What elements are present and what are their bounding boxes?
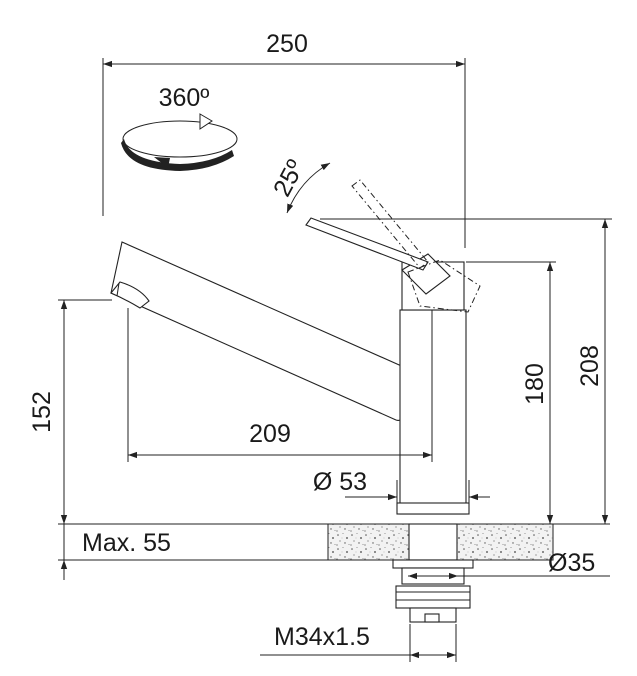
rotation-arrow-ring: [122, 120, 238, 158]
label-width-total: 250: [266, 30, 308, 58]
label-hole-diameter: Ø35: [548, 549, 595, 577]
connector-tip: [424, 613, 440, 623]
rotation-arrow-head-back: [199, 113, 213, 130]
dimension-hole-diameter: Ø35: [408, 549, 610, 580]
dimension-spout-reach: 209: [127, 308, 433, 462]
thread-part: [395, 585, 471, 609]
label-spout-height: 152: [28, 391, 56, 433]
dimension-total-height: 208: [320, 218, 612, 524]
dimension-width-total: 250: [102, 30, 466, 248]
lever-handle: [305, 217, 429, 271]
countertop-left: [327, 523, 410, 561]
lever-raised-outline: [351, 179, 481, 313]
spout-arm: [110, 241, 411, 421]
countertop-right: [456, 523, 554, 561]
dimension-thread: M34x1.5: [260, 623, 457, 662]
rotation-arrow-front: [121, 139, 234, 171]
label-total-height: 208: [576, 345, 604, 387]
label-body-height: 180: [521, 363, 549, 405]
mounting-fittings: [392, 523, 474, 623]
label-rotation: 360º: [159, 84, 210, 112]
label-max-thickness: Max. 55: [82, 529, 171, 557]
body-column: [399, 309, 467, 515]
faucet-body: [396, 253, 470, 515]
dimension-lever-angle: 25º: [268, 155, 331, 214]
washer: [392, 559, 474, 569]
label-spout-reach: 209: [249, 420, 291, 448]
dimension-body-height: 180: [466, 261, 556, 524]
label-thread: M34x1.5: [274, 623, 370, 651]
spout: [110, 241, 411, 421]
aerator: [110, 281, 150, 309]
countertop: [58, 523, 610, 561]
label-body-diameter: Ø 53: [313, 468, 367, 496]
rotation-arrow-head-front: [154, 157, 170, 168]
shank: [408, 523, 458, 561]
dimension-spout-height: 152: [28, 299, 112, 524]
body-base-ring: [396, 502, 470, 515]
aerator-line: [116, 282, 120, 297]
rotation-indicator: 360º: [121, 84, 238, 171]
dimension-max-thickness: Max. 55: [60, 524, 171, 580]
label-lever-angle: 25º: [268, 155, 310, 201]
dimension-body-diameter: Ø 53: [313, 468, 490, 503]
